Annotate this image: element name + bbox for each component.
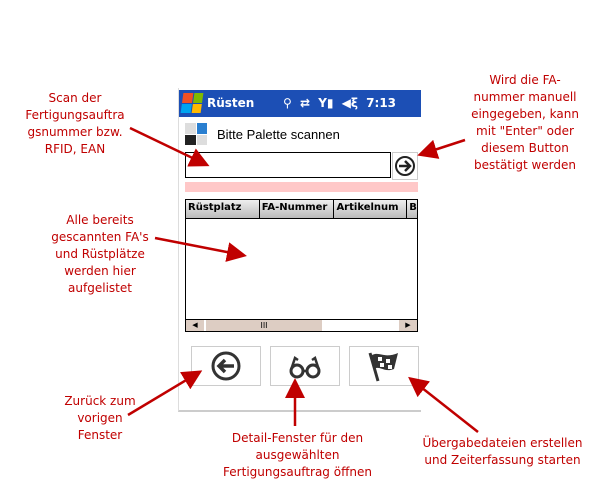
details-button[interactable] bbox=[270, 346, 340, 386]
back-button[interactable] bbox=[191, 346, 261, 386]
column-header[interactable]: B bbox=[409, 202, 417, 213]
back-icon bbox=[211, 351, 241, 381]
arrow-back bbox=[127, 370, 203, 417]
device-screen: Rüsten ⚲ ⇄ Y▮ ◀ξ 7:13 Bitte Palette scan… bbox=[178, 88, 421, 412]
grid-header: Rüstplatz FA-Nummer Artikelnum B bbox=[186, 200, 417, 219]
horizontal-scrollbar[interactable]: ◀ III ▶ bbox=[186, 319, 417, 331]
glasses-icon bbox=[289, 356, 321, 379]
scroll-left-button[interactable]: ◀ bbox=[186, 320, 204, 331]
confirm-button[interactable] bbox=[392, 152, 418, 180]
scroll-right-button[interactable]: ▶ bbox=[399, 320, 417, 331]
arrow-right-circle-icon bbox=[395, 156, 415, 176]
status-icons: ⚲ ⇄ Y▮ ◀ξ 7:13 bbox=[283, 96, 397, 110]
title-bar: Rüsten ⚲ ⇄ Y▮ ◀ξ 7:13 bbox=[179, 90, 421, 117]
status-bar bbox=[185, 182, 418, 192]
app-title: Rüsten bbox=[207, 96, 255, 110]
fa-list-grid[interactable]: Rüstplatz FA-Nummer Artikelnum B ◀ III ▶ bbox=[185, 199, 418, 332]
column-header[interactable]: Rüstplatz bbox=[186, 200, 260, 218]
page-title: Bitte Palette scannen bbox=[217, 127, 340, 142]
column-header[interactable]: Artikelnum bbox=[334, 200, 408, 218]
flag-icon bbox=[368, 352, 398, 382]
arrow-list bbox=[154, 236, 247, 262]
scan-icon bbox=[185, 123, 207, 145]
scan-input[interactable] bbox=[185, 152, 391, 178]
arrow-manual bbox=[417, 138, 466, 159]
arrow-scan bbox=[129, 126, 210, 167]
arrow-finish bbox=[408, 376, 479, 433]
column-header[interactable]: FA-Nummer bbox=[260, 200, 335, 218]
finish-button[interactable] bbox=[349, 346, 419, 386]
scroll-thumb[interactable]: III bbox=[206, 320, 322, 331]
